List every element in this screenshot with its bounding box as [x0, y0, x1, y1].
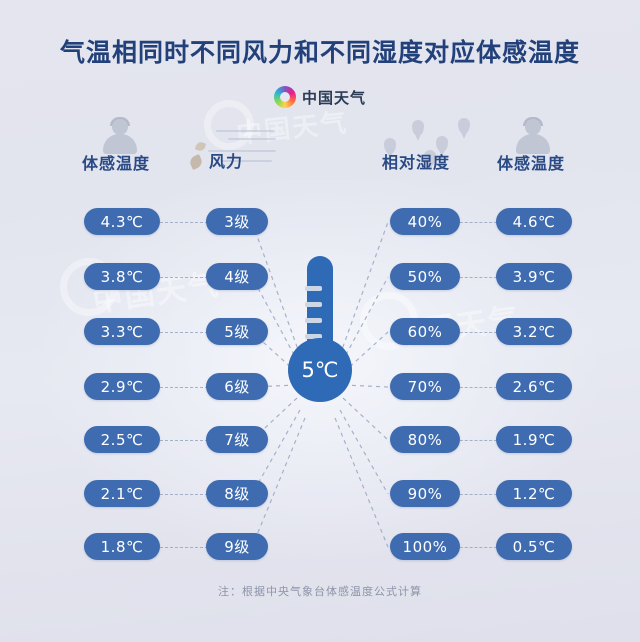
wind-level-pill[interactable]: 6级 [206, 373, 268, 400]
wind-icon [186, 124, 278, 170]
center-temperature-label: 5℃ [301, 358, 339, 382]
right-temperature-pill[interactable]: 1.2℃ [496, 480, 572, 507]
wind-level-pill[interactable]: 4级 [206, 263, 268, 290]
wind-level-pill[interactable]: 5级 [206, 318, 268, 345]
right-temperature-pill[interactable]: 0.5℃ [496, 533, 572, 560]
row-connector [160, 387, 208, 388]
header-wind: 风力 [209, 152, 244, 171]
row-connector [455, 494, 497, 495]
right-temperature-pill[interactable]: 3.2℃ [496, 318, 572, 345]
brand-logo: 中国天气 [0, 86, 640, 108]
footnote: 注：根据中央气象台体感温度公式计算 [218, 585, 422, 598]
left-temperature-pill[interactable]: 2.5℃ [84, 426, 160, 453]
right-temperature-pill[interactable]: 2.6℃ [496, 373, 572, 400]
row-connector [455, 332, 497, 333]
person-icon [513, 117, 553, 154]
humidity-pill[interactable]: 80% [390, 426, 460, 453]
row-connector [160, 332, 208, 333]
header-right-temperature: 体感温度 [497, 154, 566, 173]
center-temperature-badge: 5℃ [288, 338, 352, 402]
left-temperature-pill[interactable]: 4.3℃ [84, 208, 160, 235]
row-connector [160, 222, 208, 223]
left-temperature-pill[interactable]: 3.8℃ [84, 263, 160, 290]
humidity-pill[interactable]: 60% [390, 318, 460, 345]
wind-level-pill[interactable]: 9级 [206, 533, 268, 560]
row-connector [455, 387, 497, 388]
row-connector [455, 277, 497, 278]
humidity-pill[interactable]: 50% [390, 263, 460, 290]
humidity-pill[interactable]: 40% [390, 208, 460, 235]
row-connector [160, 547, 208, 548]
header-left-temperature: 体感温度 [82, 154, 151, 173]
row-connector [455, 547, 497, 548]
right-temperature-pill[interactable]: 3.9℃ [496, 263, 572, 290]
page-title: 气温相同时不同风力和不同湿度对应体感温度 [59, 38, 580, 67]
humidity-pill[interactable]: 100% [390, 533, 460, 560]
humidity-pill[interactable]: 90% [390, 480, 460, 507]
right-temperature-pill[interactable]: 4.6℃ [496, 208, 572, 235]
left-temperature-pill[interactable]: 2.1℃ [84, 480, 160, 507]
wind-level-pill[interactable]: 3级 [206, 208, 268, 235]
row-connector [160, 494, 208, 495]
row-connector [455, 440, 497, 441]
wind-level-pill[interactable]: 8级 [206, 480, 268, 507]
humidity-pill[interactable]: 70% [390, 373, 460, 400]
left-temperature-pill[interactable]: 1.8℃ [84, 533, 160, 560]
brand-name: 中国天气 [301, 88, 366, 107]
left-temperature-pill[interactable]: 2.9℃ [84, 373, 160, 400]
wind-level-pill[interactable]: 7级 [206, 426, 268, 453]
row-connector [455, 222, 497, 223]
person-icon [100, 117, 140, 154]
header-humidity: 相对湿度 [382, 153, 451, 172]
thermometer-icon: 5℃ [288, 256, 352, 416]
row-connector [160, 277, 208, 278]
row-connector [160, 440, 208, 441]
left-temperature-pill[interactable]: 3.3℃ [84, 318, 160, 345]
swirl-logo-icon [273, 86, 296, 108]
right-temperature-pill[interactable]: 1.9℃ [496, 426, 572, 453]
